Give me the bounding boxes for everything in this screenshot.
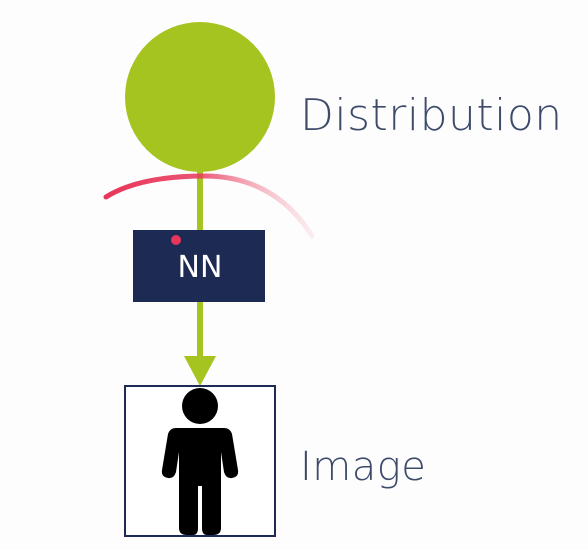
nn-node [133,230,265,302]
arrowhead [184,356,216,386]
distribution-label: Distribution [300,90,563,141]
distribution-node [125,22,275,172]
nn-label: NN [178,250,223,285]
annotation-dot-on-nn [171,235,181,245]
person-icon [161,388,239,535]
image-label: Image [300,444,426,490]
annotation-stroke [103,173,315,239]
